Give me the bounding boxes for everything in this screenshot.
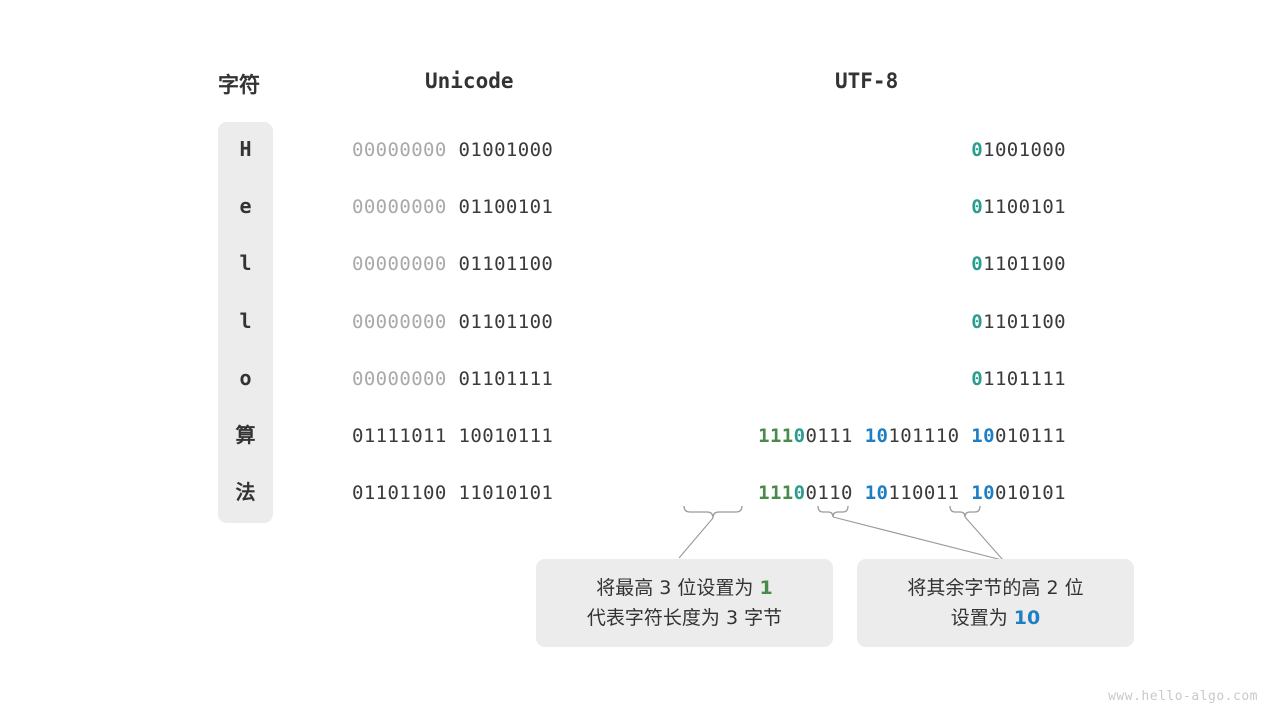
unicode-low-byte: 01101111	[446, 367, 554, 390]
unicode-high-byte: 01111011	[352, 425, 447, 447]
utf8-payload-bits: 110011	[888, 482, 960, 505]
unicode-high-byte: 00000000	[352, 367, 447, 390]
utf8-cell: 11100111 10101110 10010111	[758, 425, 1066, 447]
utf8-prefix-terminator: 0	[793, 425, 806, 447]
utf8-length-prefix: 111	[758, 425, 794, 447]
unicode-high-byte: 01101100	[352, 482, 447, 505]
connector-continuation-1	[832, 516, 1003, 561]
unicode-high-byte: 00000000	[352, 139, 447, 161]
utf8-payload-bits: 1001000	[983, 139, 1066, 161]
callout-1-line-1: 将最高 3 位设置为 1	[536, 573, 833, 603]
character-cell: l	[239, 308, 252, 333]
utf8-ascii-prefix: 0	[971, 196, 984, 219]
unicode-low-byte: 11010101	[446, 482, 554, 505]
unicode-high-byte: 00000000	[352, 253, 447, 276]
utf8-payload-bits: 1100101	[983, 196, 1066, 219]
utf8-ascii-prefix: 0	[971, 139, 984, 161]
callout-1-line-2: 代表字符长度为 3 字节	[586, 607, 783, 629]
callout-1-line-1-text: 将最高 3 位设置为	[596, 577, 760, 599]
connector-continuation-2	[964, 516, 1004, 561]
column-header-utf8: UTF-8	[835, 69, 899, 93]
unicode-cell: 00000000 01101111	[352, 368, 553, 390]
connector-leading-prefix	[678, 517, 714, 559]
unicode-low-byte: 01101100	[446, 253, 554, 276]
column-header-unicode: Unicode	[425, 69, 514, 93]
character-cell: 法	[235, 480, 256, 505]
unicode-high-byte: 00000000	[352, 310, 447, 333]
brace-continuation-prefix-1	[817, 505, 849, 518]
unicode-high-byte: 00000000	[352, 196, 447, 219]
character-cell: o	[239, 365, 252, 390]
callout-2-highlight: 10	[1013, 607, 1041, 629]
utf8-cell: 11100110 10110011 10010101	[758, 482, 1066, 504]
unicode-cell: 00000000 01001000	[352, 139, 553, 161]
utf8-cell: 01101111	[971, 368, 1066, 390]
utf8-length-prefix: 111	[758, 482, 794, 505]
utf8-ascii-prefix: 0	[971, 253, 984, 276]
utf8-prefix-terminator: 0	[793, 482, 806, 505]
unicode-low-byte: 01100101	[446, 196, 554, 219]
utf8-ascii-prefix: 0	[971, 367, 984, 390]
unicode-cell: 00000000 01101100	[352, 311, 553, 333]
unicode-low-byte: 01101100	[446, 310, 554, 333]
utf8-continuation-prefix: 10	[971, 425, 995, 447]
callout-2-line-2: 设置为 10	[857, 603, 1134, 633]
character-cell: H	[239, 137, 252, 161]
utf8-ascii-prefix: 0	[971, 310, 984, 333]
utf8-cell: 01001000	[971, 139, 1066, 161]
utf8-payload-bits: 0111	[805, 425, 853, 447]
unicode-cell: 00000000 01101100	[352, 253, 553, 275]
character-cell: e	[239, 194, 252, 219]
utf8-continuation-prefix: 10	[971, 482, 995, 505]
callout-2-line-2-text: 设置为	[950, 607, 1014, 629]
brace-continuation-prefix-2	[949, 505, 981, 518]
character-cell: l	[239, 251, 252, 276]
utf8-continuation-prefix: 10	[864, 425, 889, 447]
column-header-character: 字符	[218, 73, 260, 97]
character-cell: 算	[235, 423, 256, 447]
utf8-payload-bits: 010101	[994, 482, 1066, 505]
callout-continuation-byte: 将其余字节的高 2 位 设置为 10	[857, 559, 1134, 647]
unicode-cell: 01111011 10010111	[352, 425, 553, 447]
watermark: www.hello-algo.com	[1108, 689, 1258, 704]
utf8-continuation-prefix: 10	[864, 482, 889, 505]
utf8-payload-bits: 0110	[805, 482, 853, 505]
unicode-low-byte: 10010111	[446, 425, 554, 447]
utf8-payload-bits: 1101100	[983, 253, 1066, 276]
callout-1-highlight: 1	[759, 577, 773, 599]
callout-leading-byte: 将最高 3 位设置为 1 代表字符长度为 3 字节	[536, 559, 833, 647]
callout-2-line-1: 将其余字节的高 2 位	[907, 577, 1084, 599]
unicode-cell: 01101100 11010101	[352, 482, 553, 504]
utf8-payload-bits: 1101111	[983, 367, 1066, 390]
utf8-cell: 01101100	[971, 253, 1066, 275]
utf8-payload-bits: 010111	[994, 425, 1066, 447]
utf8-payload-bits: 101110	[888, 425, 960, 447]
utf8-cell: 01101100	[971, 311, 1066, 333]
character-column-panel	[218, 122, 273, 523]
unicode-cell: 00000000 01100101	[352, 196, 553, 218]
brace-leading-prefix	[683, 505, 743, 519]
utf8-cell: 01100101	[971, 196, 1066, 218]
utf8-payload-bits: 1101100	[983, 310, 1066, 333]
unicode-low-byte: 01001000	[446, 139, 554, 161]
